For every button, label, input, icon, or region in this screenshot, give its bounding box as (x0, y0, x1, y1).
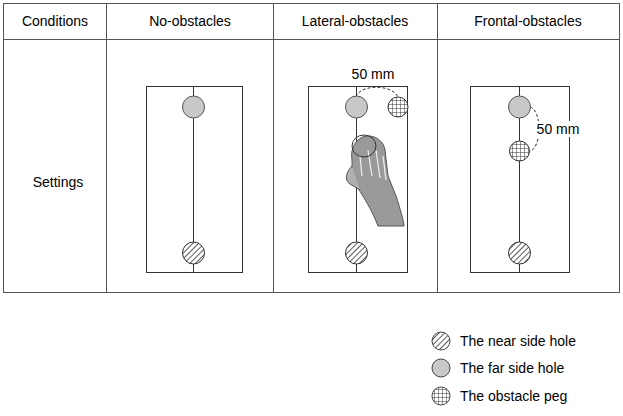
table-cell: Frontal-obstacles (474, 13, 581, 29)
table-cell: Conditions (22, 13, 88, 29)
board-no-obstacles (147, 86, 243, 273)
table-grid (4, 4, 620, 293)
table-cell: Lateral-obstacles (302, 13, 409, 29)
legend-text: The near side hole (460, 333, 576, 349)
board-lateral-obstacles (309, 86, 409, 273)
board-frontal-obstacles (471, 86, 570, 273)
legend-text: The obstacle peg (460, 388, 567, 404)
table-cell: No-obstacles (149, 13, 231, 29)
legend-swatch (430, 385, 452, 407)
hand-drawing (346, 135, 404, 226)
table-cell: Settings (33, 174, 84, 190)
legend-swatch (430, 357, 452, 379)
legend-text: The far side hole (460, 360, 564, 376)
dimension-label: 50 mm (351, 66, 396, 82)
dimension-label: 50 mm (536, 121, 581, 137)
legend-swatch (430, 330, 452, 352)
